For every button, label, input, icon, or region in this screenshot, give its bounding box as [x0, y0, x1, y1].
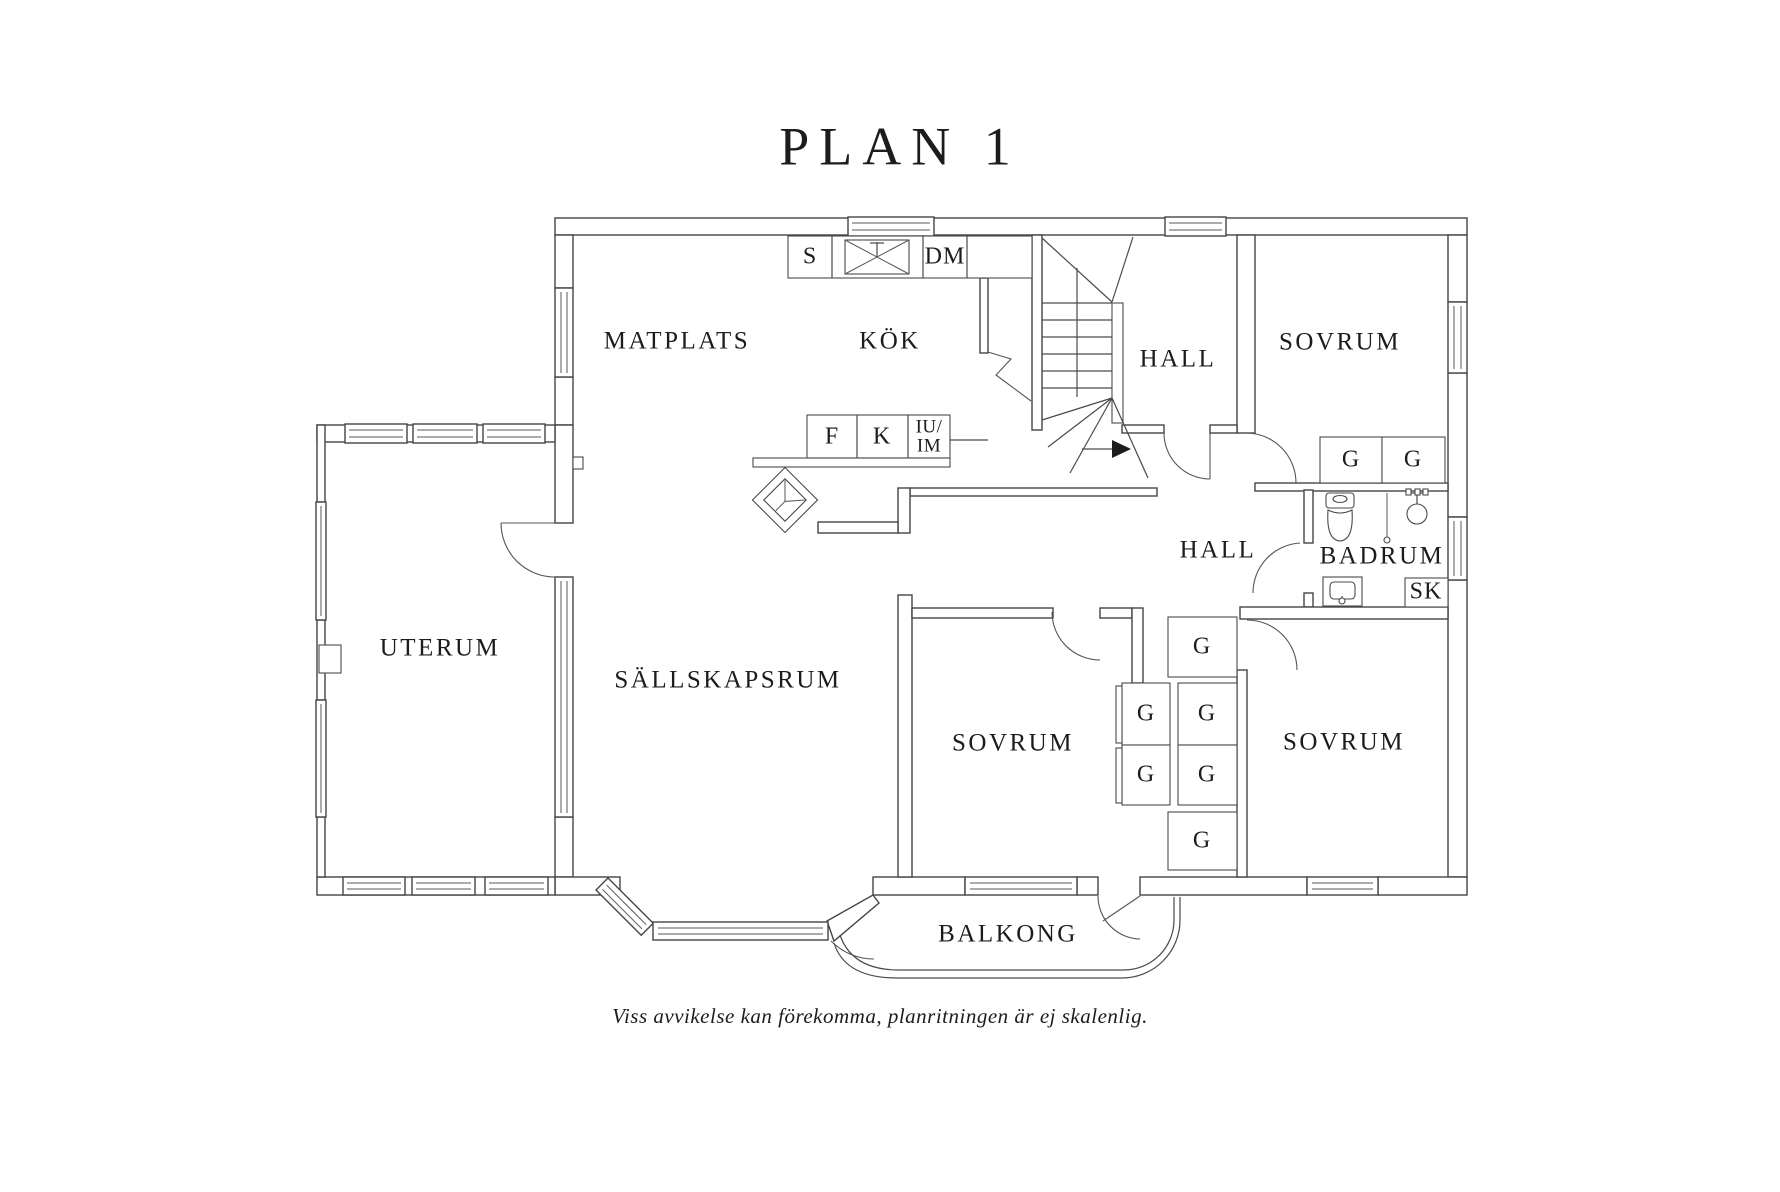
room-label-hall-lower: HALL: [1180, 537, 1257, 564]
label-g-6: G: [1137, 762, 1155, 788]
doors: [500, 351, 1301, 960]
disclaimer-text: Viss avvikelse kan förekomma, planritnin…: [612, 1004, 1148, 1028]
window-matplats: [554, 287, 574, 378]
labels: PLAN 1 MATPLATS KÖK HALL SOVRUM UTERUM S…: [380, 116, 1445, 1028]
door-sovrum-middle: [1051, 611, 1101, 661]
shower-icon: [1383, 488, 1429, 544]
room-label-balkong: BALKONG: [938, 921, 1078, 948]
door-hall-stairs: [1163, 432, 1211, 480]
window-hall-upper: [1164, 216, 1227, 237]
balcony-railing: [833, 897, 1181, 979]
label-oven-line2: IM: [917, 435, 941, 456]
door-uterum: [500, 522, 556, 578]
room-label-sovrum-bottom-right: SOVRUM: [1283, 729, 1405, 756]
door-kok-opening: [987, 351, 1032, 402]
room-label-hall-upper: HALL: [1140, 346, 1217, 373]
cleaning-closet-box: [1404, 577, 1449, 608]
room-label-sallskapsrum: SÄLLSKAPSRUM: [614, 667, 841, 694]
window-sovrum-bottom-right: [1306, 876, 1379, 896]
window-bay-front: [652, 921, 829, 941]
closets: [1115, 436, 1446, 871]
window-sovrum-top-right: [1447, 301, 1468, 374]
label-dishwasher: DM: [925, 244, 966, 270]
label-sink-cabinet: S: [803, 244, 817, 270]
door-sovrum-bottom-right: [1246, 619, 1298, 671]
label-oven-line1: IU/: [916, 416, 943, 437]
window-kitchen: [847, 216, 935, 237]
label-g-3: G: [1193, 634, 1211, 660]
room-label-sovrum-top-right: SOVRUM: [1279, 329, 1401, 356]
door-balcony-bay: [830, 940, 875, 960]
label-g-1: G: [1342, 447, 1360, 473]
fireplace-icon: [751, 466, 819, 534]
window-sallskapsrum-west: [554, 576, 574, 818]
window-uterum-west: [315, 501, 327, 818]
label-g-8: G: [1193, 828, 1211, 854]
window-uterum-north: [344, 423, 546, 444]
room-label-matplats: MATPLATS: [604, 328, 750, 355]
windows: [315, 216, 1468, 941]
room-label-kok: KÖK: [859, 328, 921, 355]
room-label-badrum: BADRUM: [1320, 543, 1445, 570]
window-sovrum-middle: [964, 876, 1078, 896]
stairs-direction-arrow-icon: [1082, 440, 1131, 458]
door-sovrum-top-right: [1245, 432, 1297, 484]
label-g-7: G: [1198, 762, 1216, 788]
window-bay-diagonal: [594, 877, 655, 937]
stairs: [1041, 236, 1149, 479]
label-g-2: G: [1404, 447, 1422, 473]
label-sk: SK: [1410, 579, 1443, 605]
room-label-uterum: UTERUM: [380, 635, 501, 662]
door-badrum: [1252, 542, 1301, 594]
kitchen-fixtures: [751, 235, 1033, 534]
label-fridge: K: [873, 424, 891, 450]
window-badrum: [1447, 516, 1468, 581]
label-g-5: G: [1198, 701, 1216, 727]
interior-walls: [817, 234, 1449, 878]
door-balcony-sovrum: [1097, 895, 1141, 940]
window-uterum-south: [342, 876, 549, 896]
label-g-4: G: [1137, 701, 1155, 727]
bathroom-fixtures: [1322, 488, 1449, 608]
label-freezer: F: [825, 424, 839, 450]
plan-title: PLAN 1: [779, 116, 1021, 176]
kitchen-sink-icon: [844, 239, 910, 275]
room-label-sovrum-middle: SOVRUM: [952, 730, 1074, 757]
toilet-icon: [1325, 492, 1355, 542]
exterior-walls: [316, 217, 1468, 943]
washbasin-icon: [1322, 576, 1363, 607]
